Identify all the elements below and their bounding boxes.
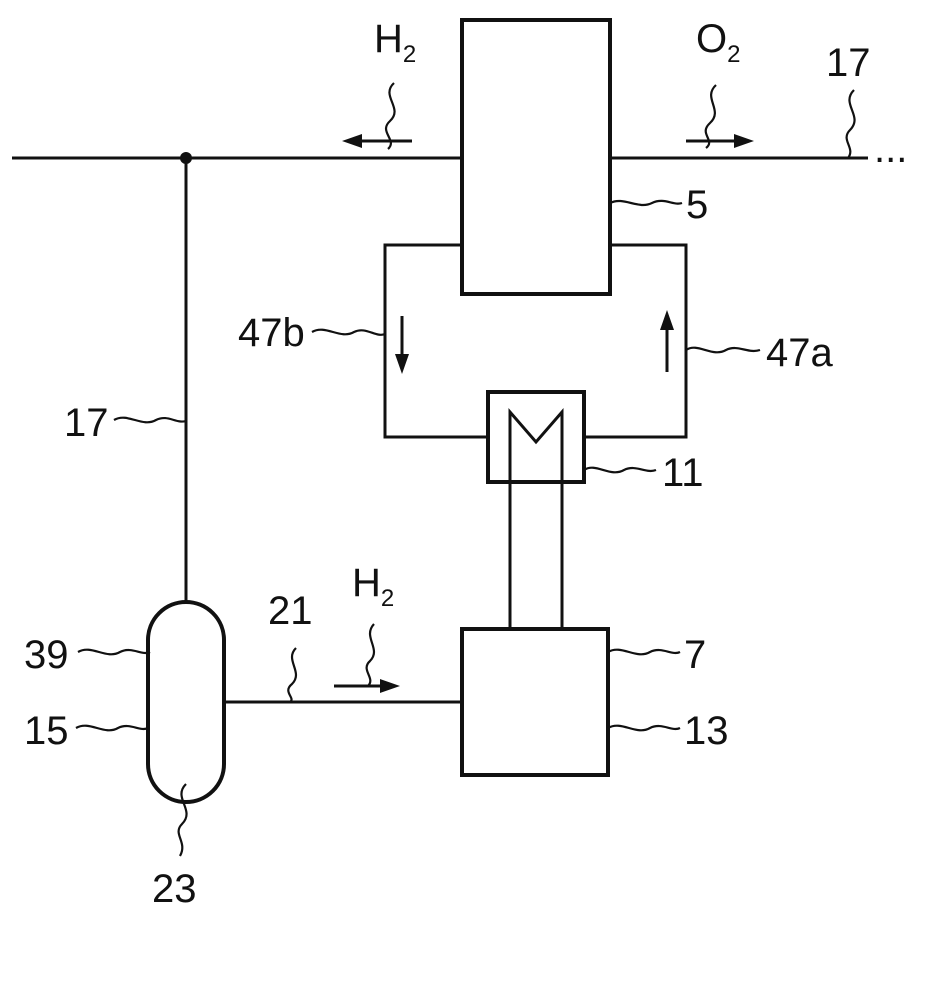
label-o2-top: O2 xyxy=(696,17,740,68)
label-13: 13 xyxy=(684,709,729,753)
label-17-left: 17 xyxy=(64,401,109,445)
arrow-47b-head xyxy=(395,354,409,374)
label-39: 39 xyxy=(24,633,69,677)
leader-11 xyxy=(584,468,656,473)
arrow-h2-mid-head xyxy=(380,679,400,693)
label-15: 15 xyxy=(24,709,69,753)
leader-7 xyxy=(608,650,680,655)
heat-exchanger-11 xyxy=(488,392,584,482)
box-7 xyxy=(462,629,608,775)
arrow-47a-head xyxy=(660,310,674,330)
leader-21 xyxy=(288,648,296,702)
label-23: 23 xyxy=(152,867,197,911)
leader-47a xyxy=(686,348,760,353)
leader-13 xyxy=(608,726,680,731)
box-5 xyxy=(462,20,610,294)
label-47a: 47a xyxy=(766,331,833,375)
leader-o2-top xyxy=(706,85,716,148)
leader-h2-top xyxy=(386,83,395,149)
label-7: 7 xyxy=(684,633,706,677)
arrow-h2-top-head xyxy=(342,134,362,148)
arrow-o2-head xyxy=(734,134,754,148)
leader-h2-mid xyxy=(367,624,374,686)
tank-15 xyxy=(148,602,224,802)
label-47b: 47b xyxy=(238,311,305,355)
leader-5 xyxy=(610,201,682,205)
label-17-top: 17 xyxy=(826,41,871,85)
leader-47b xyxy=(312,330,385,335)
leader-15 xyxy=(76,726,148,731)
leader-17-left xyxy=(114,418,186,423)
leader-39 xyxy=(78,650,150,655)
label-h2-top: H2 xyxy=(374,17,416,68)
label-5: 5 xyxy=(686,183,708,227)
label-21: 21 xyxy=(268,589,313,633)
leader-17-top xyxy=(847,90,855,158)
label-h2-mid: H2 xyxy=(352,561,394,612)
continuation-dots: ... xyxy=(874,127,907,171)
label-11: 11 xyxy=(662,451,704,495)
